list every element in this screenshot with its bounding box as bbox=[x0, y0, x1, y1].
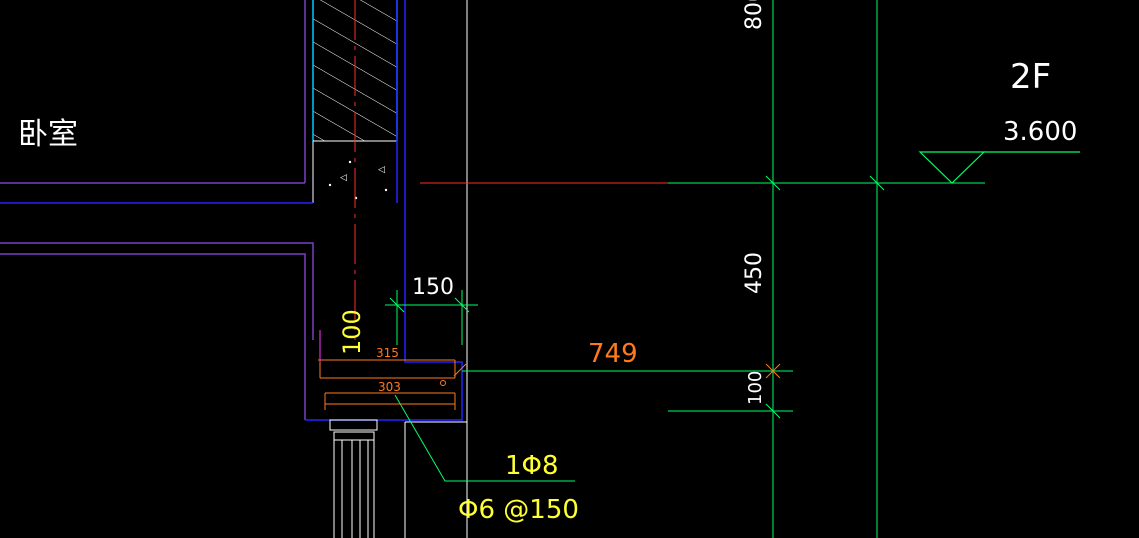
room-label: 卧室 bbox=[18, 117, 78, 152]
floor-label: 2F bbox=[1010, 57, 1051, 97]
concrete-band: ◁ ◁ bbox=[312, 141, 388, 203]
red-center-lines bbox=[354, 0, 670, 340]
dim-315: 315 bbox=[376, 346, 399, 360]
dim-303: 303 bbox=[378, 380, 401, 394]
elevation-label: 3.600 bbox=[1003, 117, 1077, 147]
dim-top-vertical: 800 bbox=[742, 0, 767, 30]
hatched-wall-column bbox=[304, 0, 398, 183]
green-grid-lines bbox=[385, 0, 985, 538]
elevation-symbol bbox=[918, 151, 1080, 184]
svg-text:◁: ◁ bbox=[340, 173, 347, 183]
reinforcement bbox=[318, 359, 781, 410]
dim-749: 749 bbox=[588, 339, 638, 369]
svg-text:◁: ◁ bbox=[378, 165, 385, 175]
rebar-main-label: 1Φ8 bbox=[505, 451, 559, 481]
dim-150: 150 bbox=[412, 275, 454, 300]
dim-100-yellow: 100 bbox=[338, 309, 366, 355]
rebar-stirrup-label: Φ6 @150 bbox=[458, 495, 579, 525]
dim-bottom-vertical: 100 bbox=[745, 371, 766, 405]
section-lines bbox=[404, 0, 468, 538]
wall-outlines bbox=[0, 182, 314, 420]
dim-mid-vertical: 450 bbox=[742, 252, 767, 294]
window-frame bbox=[329, 419, 378, 538]
